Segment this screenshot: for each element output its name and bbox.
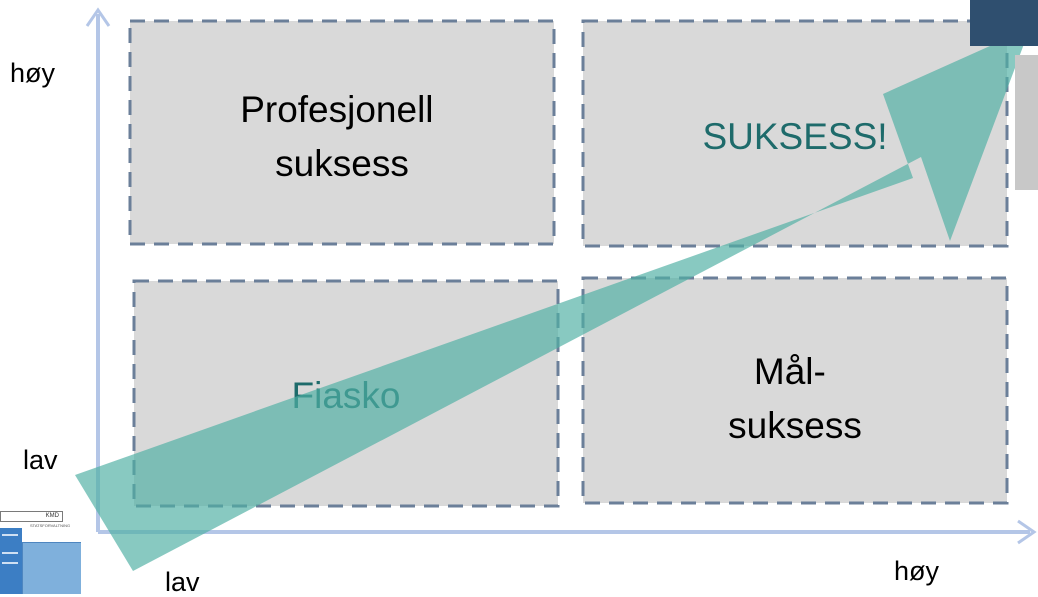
quadrant-top-right-line-1: SUKSESS! [702,116,887,157]
quadrant-top-left-line-2: suksess [275,143,409,184]
quadrant-top-left-text: Profesjonell suksess [240,89,444,184]
org-chart-thumbnail: KMD STATSFORVALTNING [0,509,81,594]
corner-dark-shape [970,0,1038,46]
y-axis-high-label: høy [10,58,56,88]
x-axis-arrowhead [1017,519,1037,545]
thumbnail-blue-block [0,528,22,594]
corner-grey-shape [1015,55,1038,190]
y-axis-arrowhead [85,7,111,27]
x-axis-high-label: høy [894,556,940,586]
thumbnail-panel [22,542,81,594]
quadrant-top-left [128,19,556,246]
quadrant-bottom-right-text: Mål- suksess [728,351,862,446]
quadrant-bottom-right [581,276,1009,505]
success-arrow [75,28,1030,571]
quadrant-top-left-line-1: Profesjonell [240,89,433,130]
thumbnail-sublabel: STATSFORVALTNING [30,523,71,528]
thumbnail-label-box: KMD [0,511,63,522]
x-axis-low-label: lav [165,567,200,597]
quadrant-bottom-right-line-2: suksess [728,405,862,446]
quadrant-top-right-text: SUKSESS! [702,116,887,157]
y-axis-low-label: lav [23,445,58,475]
quadrant-bottom-right-line-1: Mål- [754,351,826,392]
